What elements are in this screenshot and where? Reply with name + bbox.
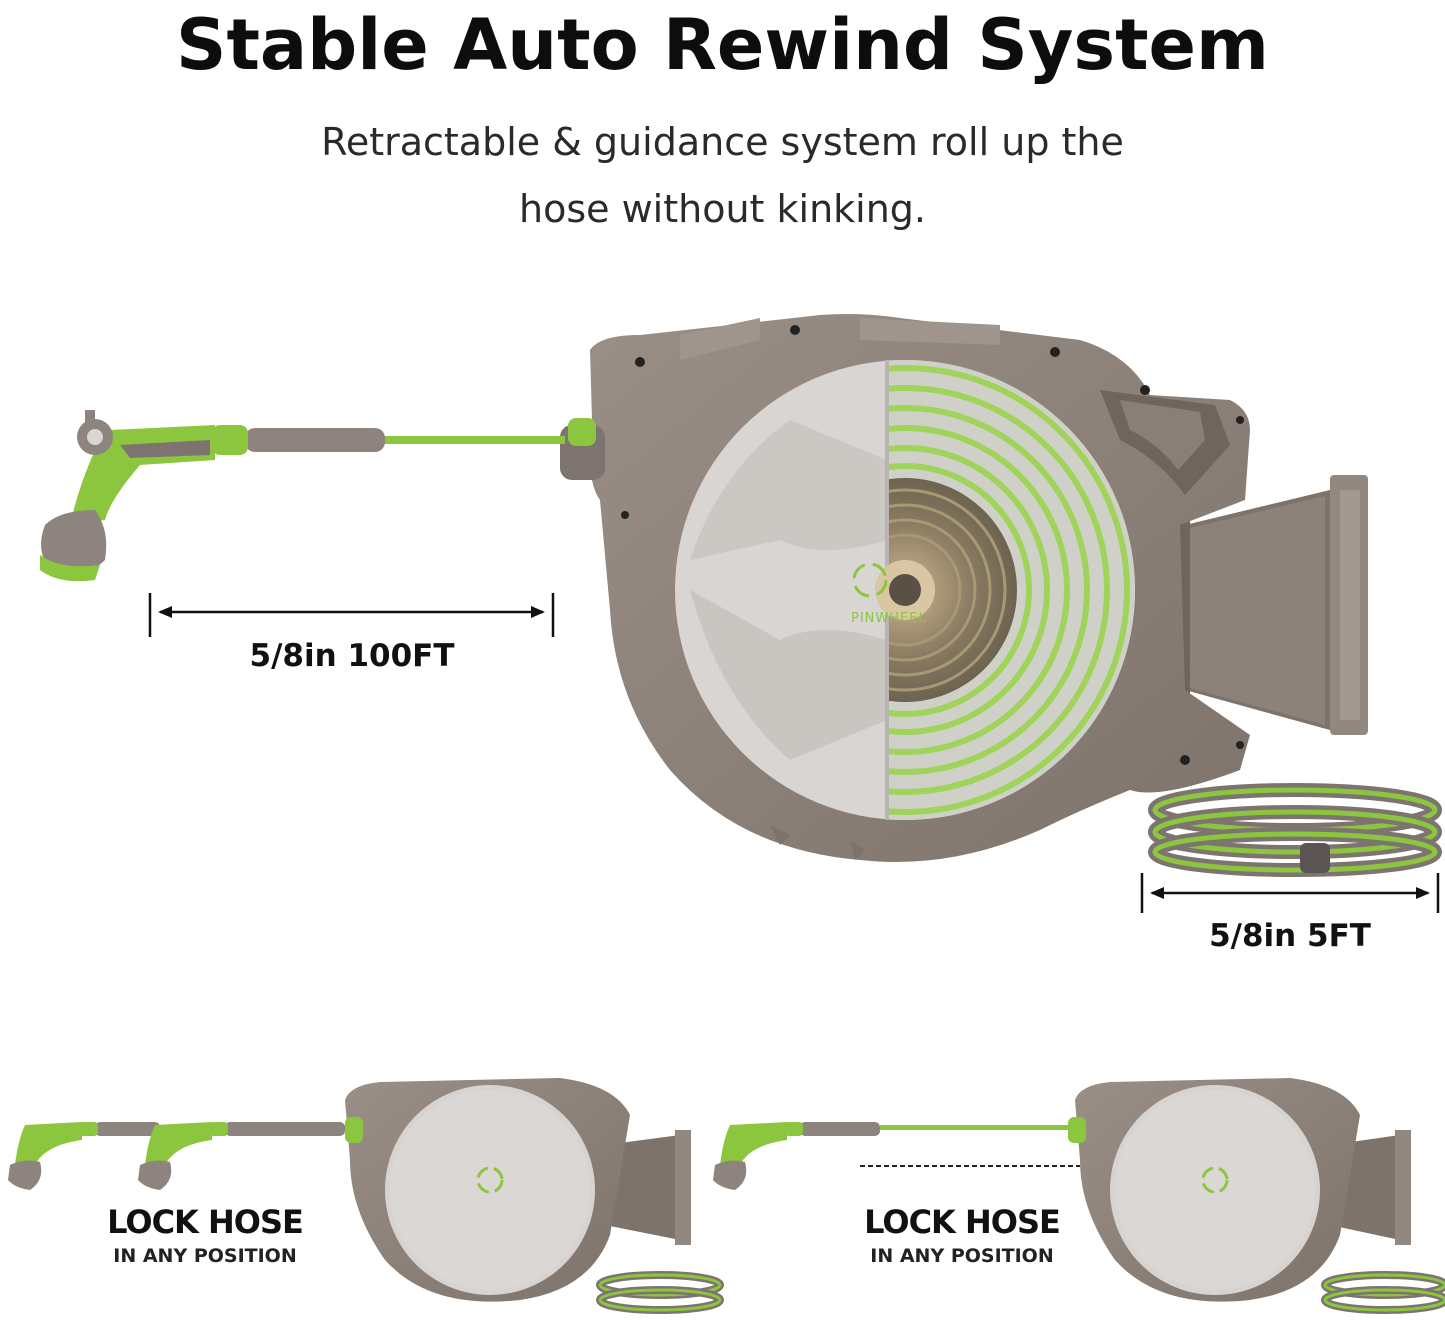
pinwheel-logo-icon — [852, 562, 888, 598]
subtitle-line-1: Retractable & guidance system roll up th… — [321, 120, 1124, 164]
hose-length-leader-label: 5/8in 5FT — [1209, 918, 1371, 954]
lock-hose-subtitle-left: IN ANY POSITION — [113, 1245, 297, 1267]
lock-hose-subtitle-right: IN ANY POSITION — [870, 1245, 1054, 1267]
brand-logo-text: PINWHEEL — [851, 611, 927, 626]
small-reel-right — [1068, 1078, 1445, 1314]
dimension-arrow-100ft — [148, 593, 555, 637]
spray-wand — [40, 410, 565, 582]
page-title: Stable Auto Rewind System — [176, 4, 1269, 86]
small-wand-left-2 — [138, 1122, 345, 1190]
small-reel-left — [345, 1078, 724, 1314]
subtitle-line-2: hose without kinking. — [518, 187, 926, 231]
dimension-arrow-5ft — [1140, 873, 1440, 913]
main-hose-reel — [560, 314, 1368, 862]
reel-cross-section — [887, 360, 1135, 820]
small-wand-right — [713, 1122, 1080, 1190]
leader-hose-coil — [1148, 783, 1442, 877]
lock-hose-title-right: LOCK HOSE — [864, 1203, 1061, 1241]
hose-length-main-label: 5/8in 100FT — [249, 638, 455, 674]
lock-hose-title-left: LOCK HOSE — [107, 1203, 304, 1241]
